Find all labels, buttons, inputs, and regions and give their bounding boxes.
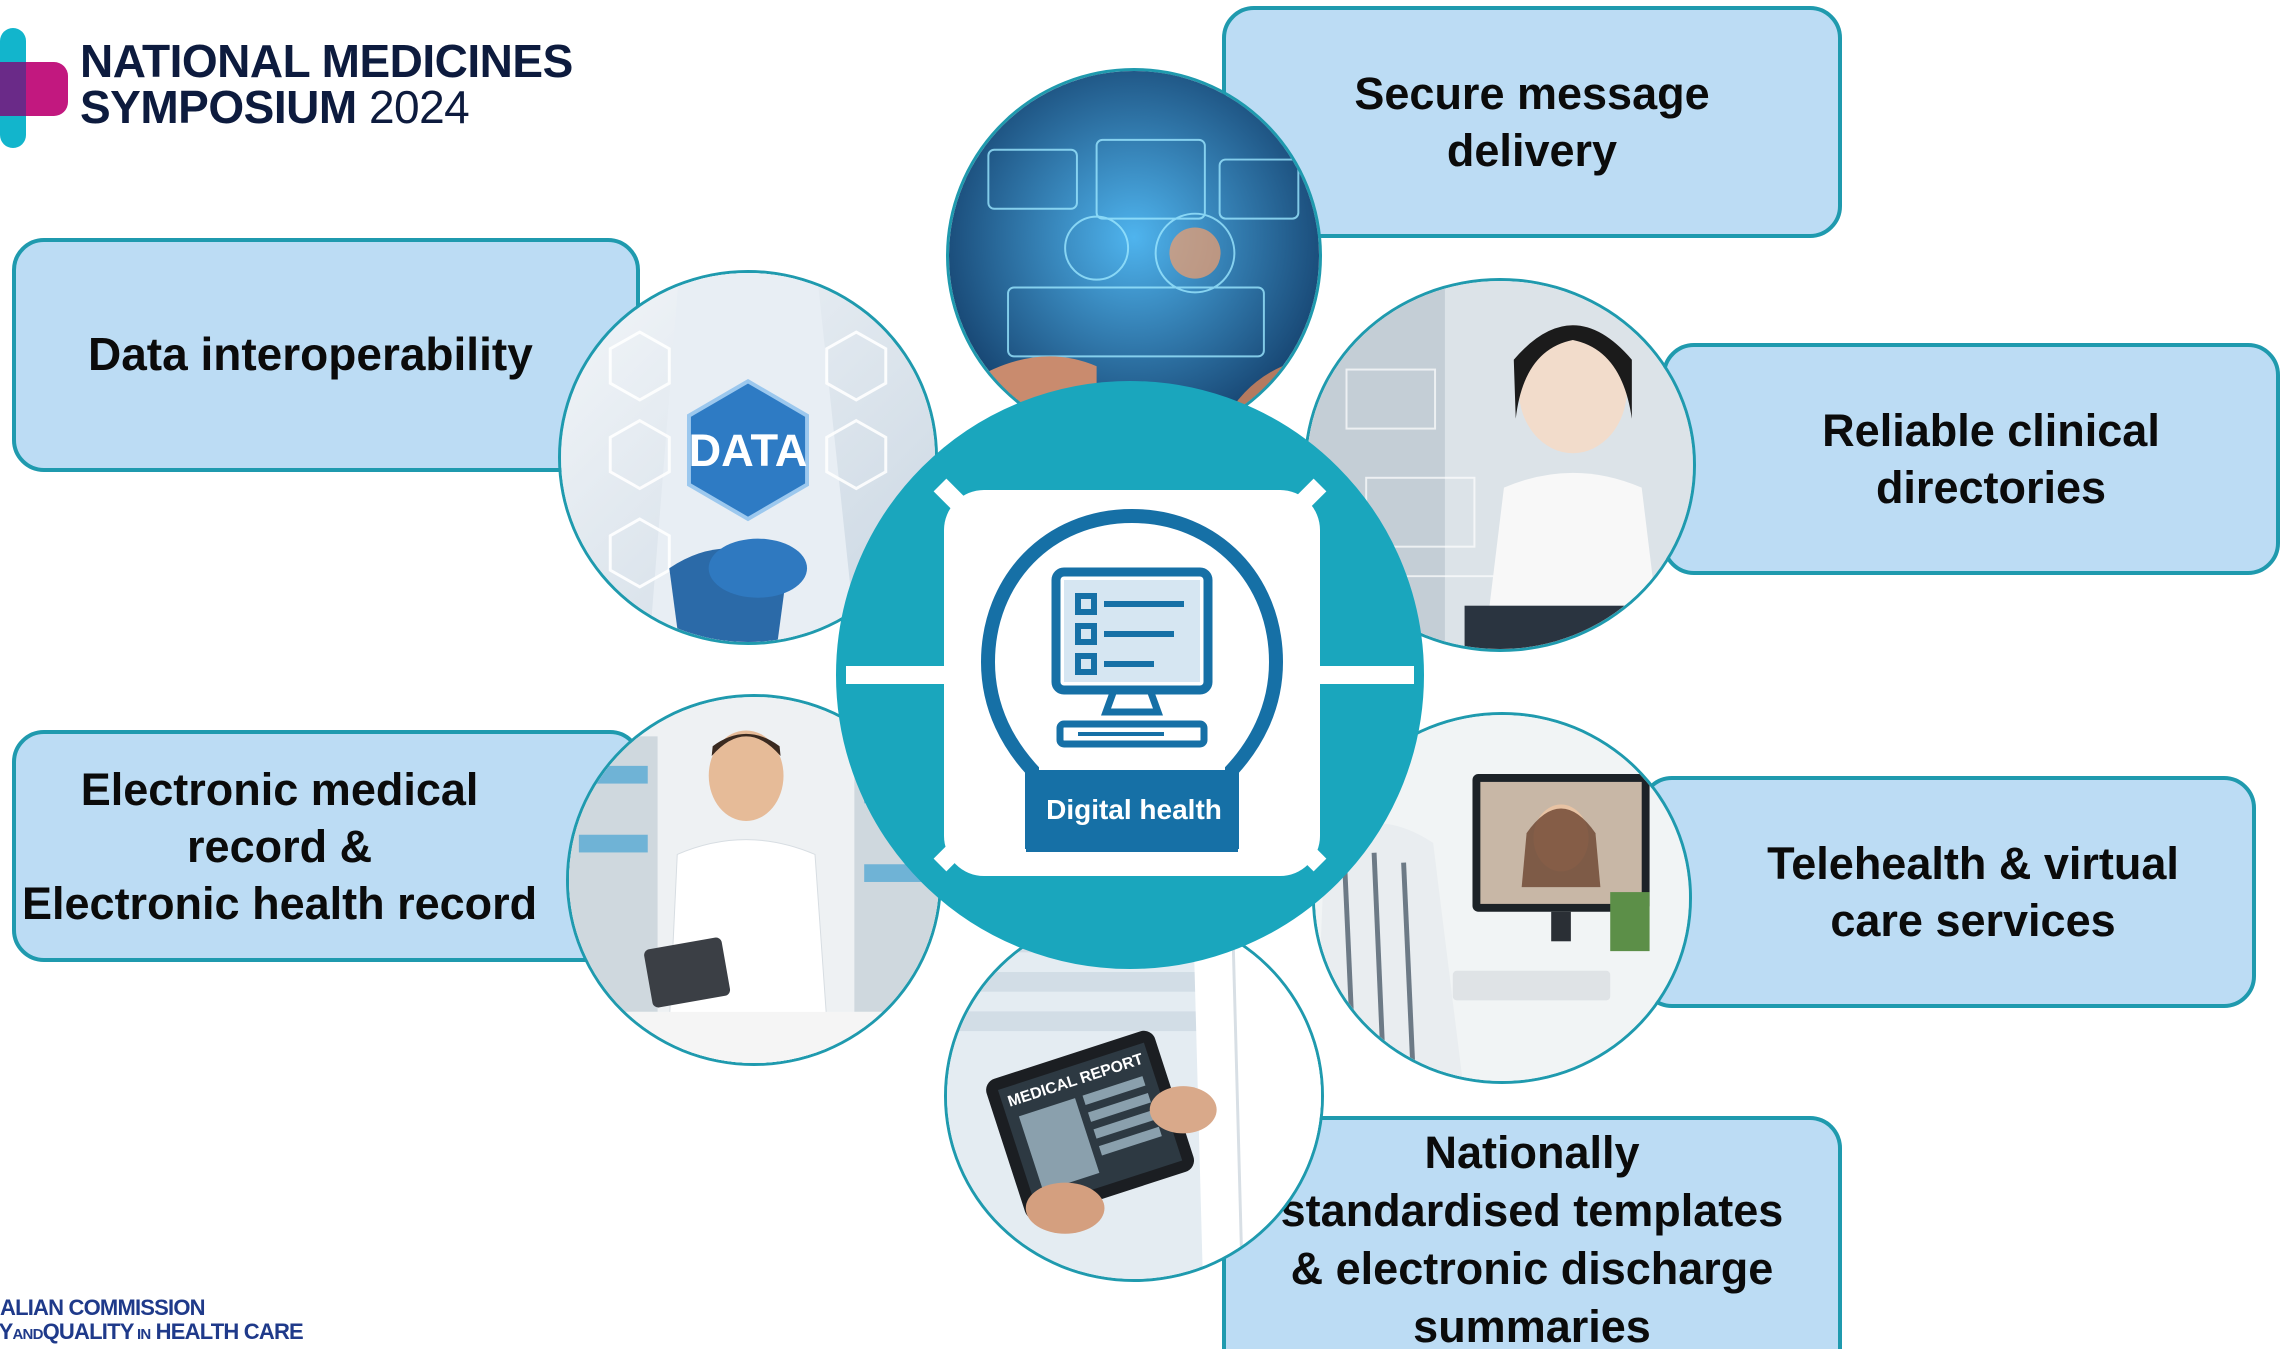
label-electronic-records: Electronic medical record & Electronic h… bbox=[12, 730, 642, 962]
label-data-interoperability: Data interoperability bbox=[12, 238, 640, 472]
commission-logo-line1: ALIAN COMMISSION bbox=[0, 1295, 206, 1320]
data-badge-text: DATA bbox=[689, 425, 808, 476]
commission-logo-line2: TYANDQUALITY IN HEALTH CARE bbox=[0, 1319, 304, 1344]
symposium-year: 2024 bbox=[368, 81, 470, 133]
telehealth-photo bbox=[1312, 712, 1692, 1084]
label-discharge-templates: Nationally standardised templates & elec… bbox=[1222, 1116, 1842, 1352]
medical-report-tablet-photo: MEDICAL REPORT bbox=[944, 910, 1324, 1282]
commission-logo: ALIAN COMMISSION TYANDQUALITY IN HEALTH … bbox=[0, 1295, 304, 1347]
symposium-title-line1: NATIONAL MEDICINES bbox=[80, 35, 573, 87]
symposium-title-line2: SYMPOSIUM 2024 bbox=[80, 81, 470, 133]
symposium-title: NATIONAL MEDICINES SYMPOSIUM 2024 bbox=[80, 38, 573, 130]
digital-health-label: Digital health bbox=[1046, 794, 1222, 825]
data-interoperability-photo: DATA bbox=[558, 270, 938, 645]
symposium-logo-icon bbox=[0, 28, 70, 148]
computer-checklist-icon bbox=[974, 508, 1290, 858]
